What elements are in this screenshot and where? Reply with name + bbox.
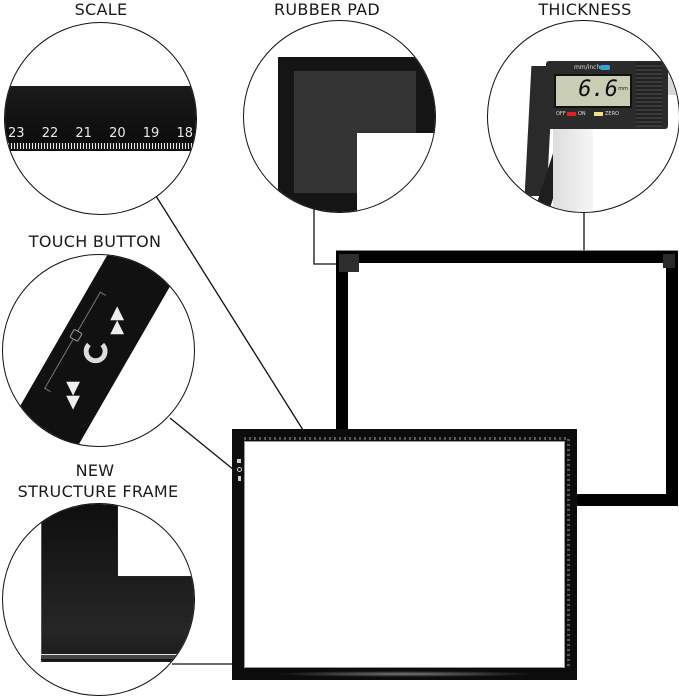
ruler-tick-22: 22 (41, 126, 59, 141)
power-button-icon[interactable] (83, 339, 108, 364)
rubber-pad-connector (313, 208, 338, 265)
label-new-structure-line1: NEW (75, 461, 115, 480)
front-panel-bottom-glow (272, 671, 537, 677)
caliper-on-label: ON (578, 111, 586, 117)
brightness-up-icon[interactable]: ▲▲ (110, 301, 125, 337)
caliper-zero-button[interactable] (594, 112, 603, 116)
caliper-unit: mm (618, 86, 628, 92)
label-touch-button: TOUCH BUTTON (28, 232, 162, 251)
caliper-power-button[interactable] (567, 112, 576, 116)
scale-detail-circle: 23 22 21 20 19 18 (4, 22, 197, 215)
caliper-grip (636, 63, 662, 127)
label-rubber-pad: RUBBER PAD (274, 0, 380, 19)
label-scale: SCALE (74, 0, 128, 19)
rubber-pad-detail-circle (243, 20, 436, 213)
caliper-body: mm/inch 6.6 mm OFF ON ZERO (546, 61, 668, 129)
brightness-down-icon[interactable]: ▲▲ (66, 379, 81, 415)
brightness-down-icon (237, 476, 241, 481)
ruler-tick-18: 18 (176, 126, 193, 141)
front-light-panel (232, 429, 577, 680)
front-panel-touch-buttons[interactable] (236, 459, 242, 485)
panel-edge-background (553, 129, 593, 212)
ruler-numbers: 23 22 21 20 19 18 (8, 126, 193, 141)
ruler-tick-19: 19 (142, 126, 160, 141)
caliper-brand: mm/inch (574, 64, 601, 71)
panel-screen-corner (357, 133, 435, 212)
ruler-edge: 23 22 21 20 19 18 (5, 86, 196, 151)
ruler-tick-21: 21 (75, 126, 92, 141)
caliper-lcd: 6.6 mm (554, 74, 632, 108)
power-icon (236, 467, 242, 472)
ruler-tick-20: 20 (109, 126, 126, 141)
touch-button-detail-circle: ▲▲ ▲▲ (2, 254, 195, 447)
touch-frame-strip: ▲▲ ▲▲ (3, 255, 186, 446)
caliper-mode-button[interactable] (600, 65, 610, 70)
caliper-zero-label: ZERO (605, 111, 619, 117)
back-panel-corner-pad-tr (663, 254, 675, 268)
frame-layer-edge (41, 654, 194, 660)
caliper-off-label: OFF (556, 111, 566, 117)
label-new-structure-line2: STRUCTURE FRAME (17, 482, 179, 501)
ruler-tick-23: 23 (8, 126, 25, 141)
front-panel-screen (244, 441, 565, 668)
frame-screen-corner (117, 504, 194, 577)
scale-connector (155, 195, 304, 431)
front-panel-led-strip-top (244, 437, 567, 440)
thickness-detail-circle: mm/inch 6.6 mm OFF ON ZERO (487, 20, 679, 213)
brightness-up-icon (237, 459, 241, 463)
touch-button-connector (169, 417, 235, 471)
front-panel-led-strip-right (567, 439, 570, 668)
caliper-reading: 6.6 (578, 77, 618, 102)
structure-frame-detail-circle (2, 503, 195, 696)
ruler-ticks (5, 143, 196, 150)
label-thickness: THICKNESS (538, 0, 632, 19)
back-panel-corner-pad-tl (339, 254, 359, 272)
